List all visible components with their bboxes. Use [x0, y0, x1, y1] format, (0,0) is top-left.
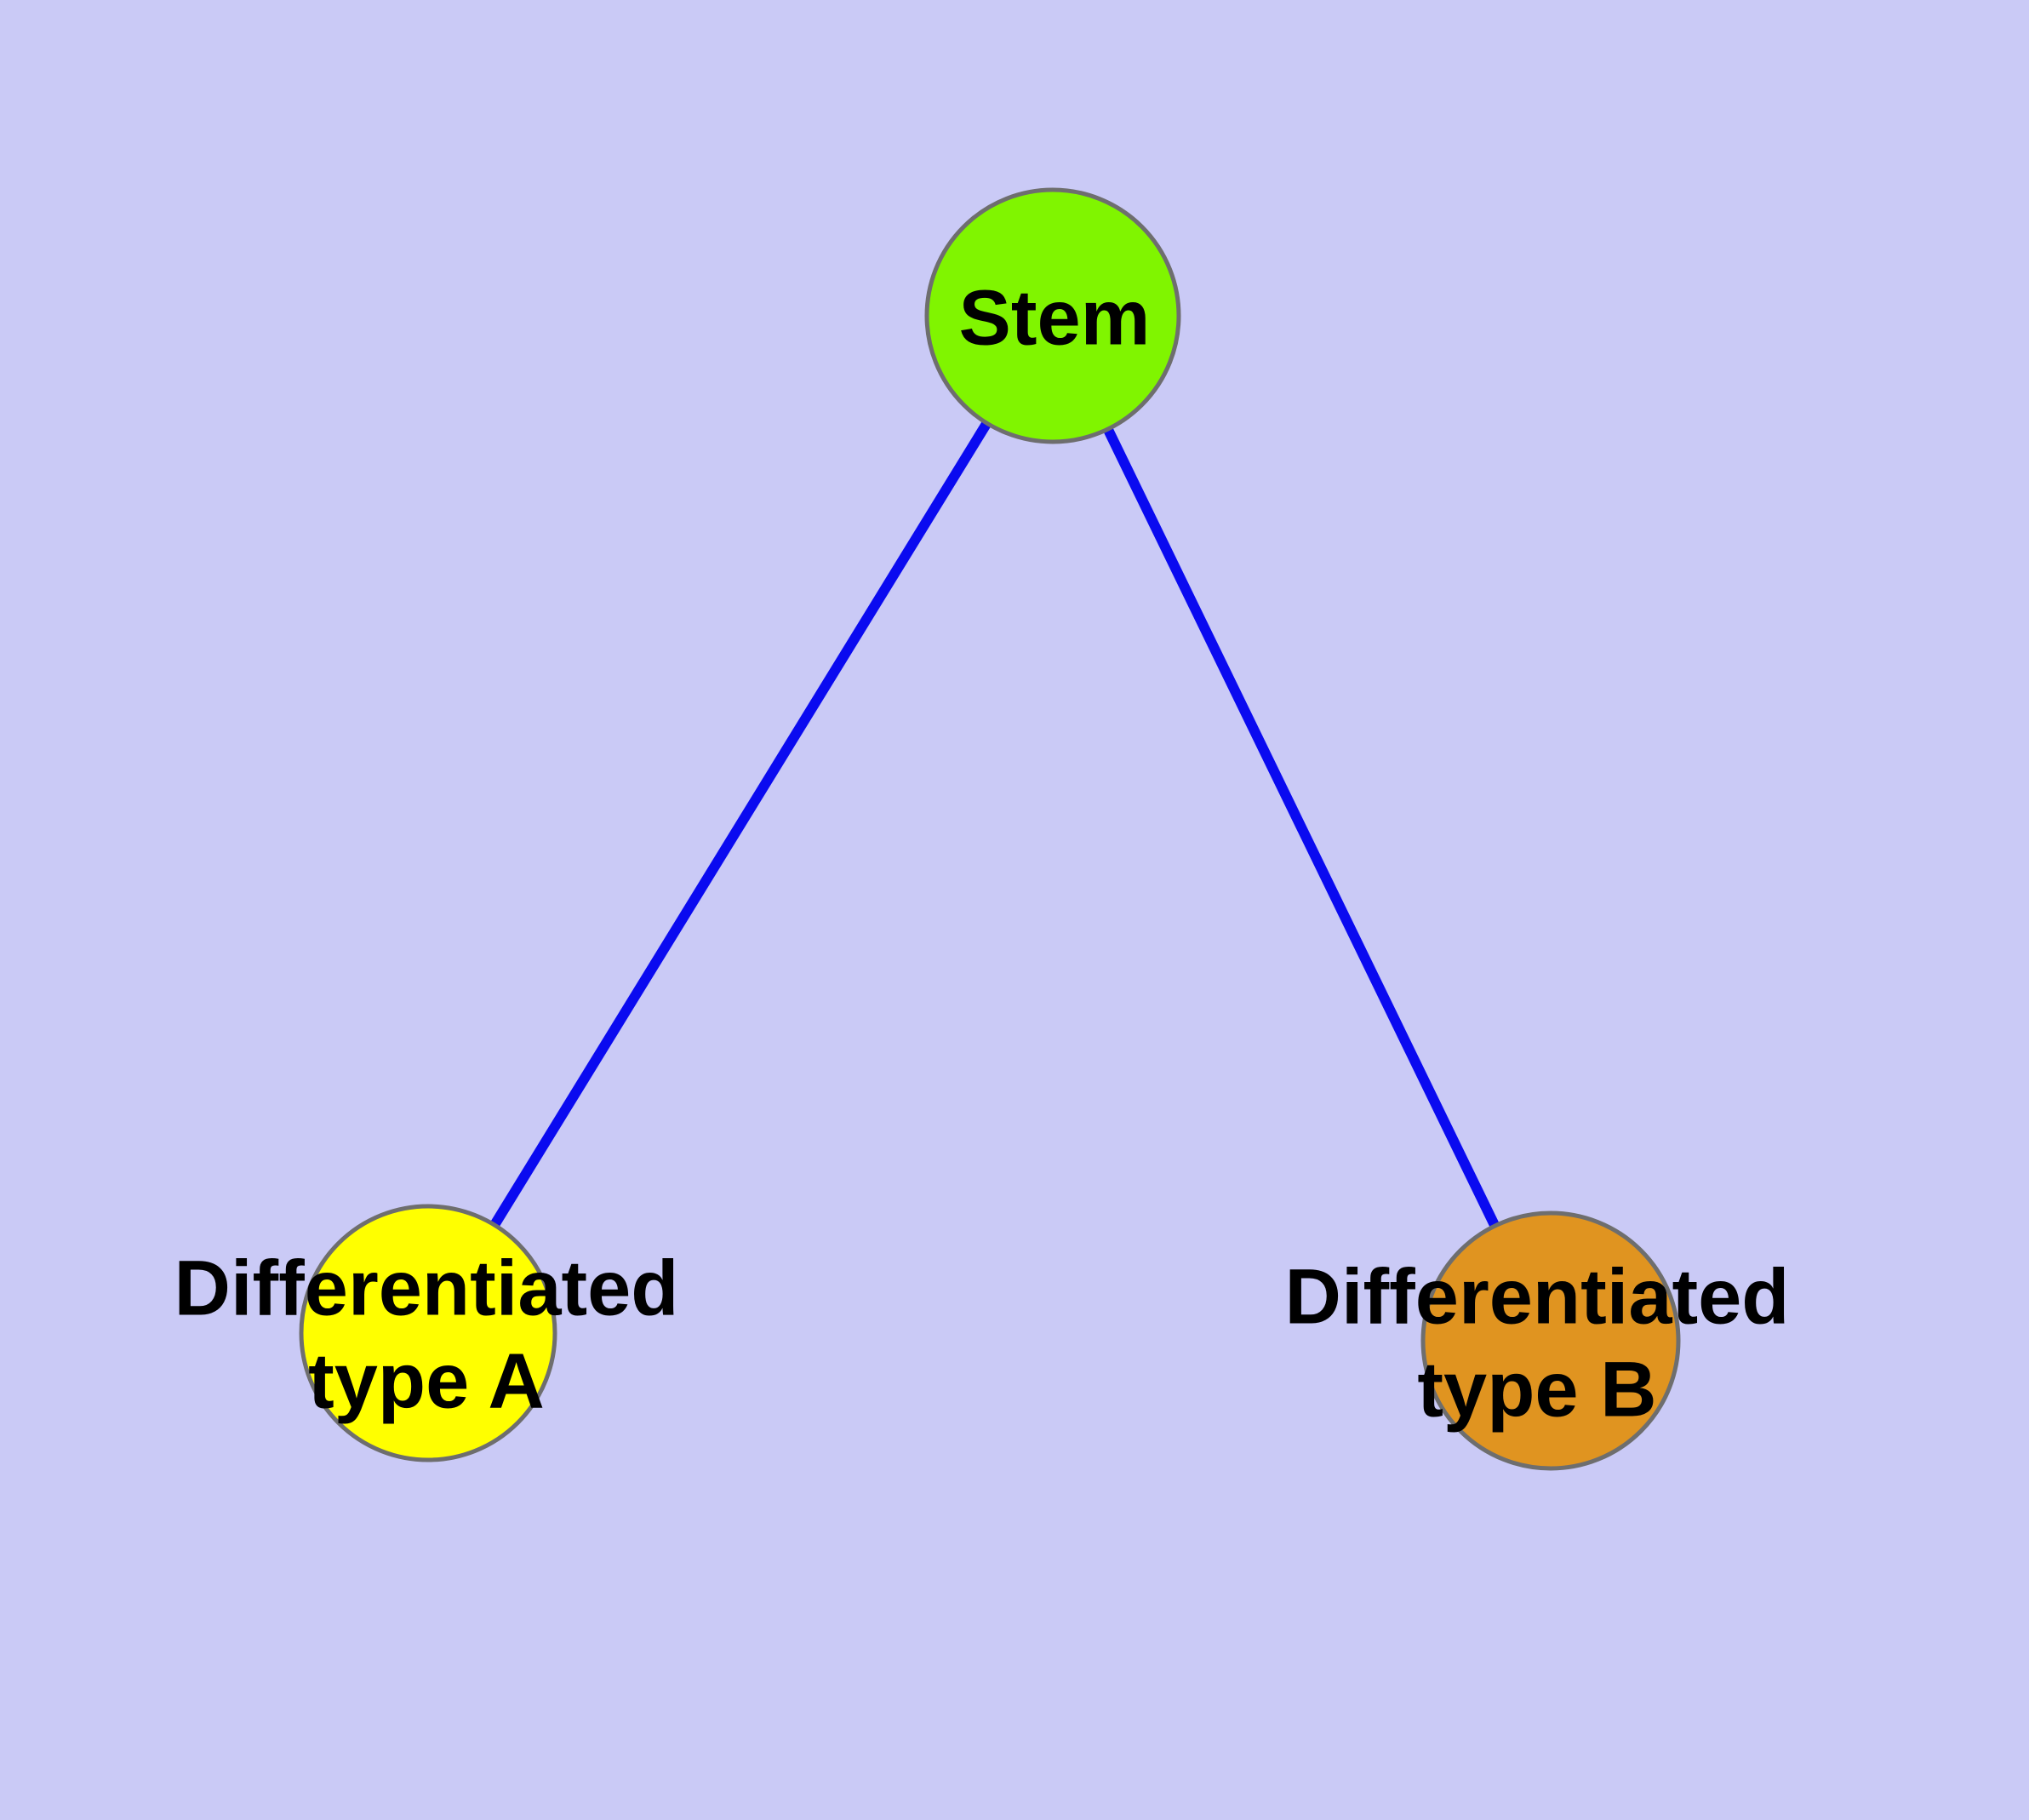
node-circle-stem [924, 187, 1181, 444]
edge-stem-to-type-a [423, 312, 1058, 1336]
node-label-stem: Stem [958, 274, 1151, 362]
node-label-differentiated-type-b-line1: Differentiated [1284, 1253, 1790, 1341]
node-label-differentiated-type-a-line1: Differentiated [174, 1245, 679, 1332]
node-circle-differentiated-type-a [299, 1204, 557, 1462]
node-label-differentiated-type-b: Differentiated type B [1285, 1251, 1790, 1435]
node-label-differentiated-type-a: Differentiated type A [174, 1242, 679, 1427]
node-label-differentiated-type-b-line2: type B [1417, 1346, 1657, 1433]
edge-stem-to-type-b [1048, 313, 1556, 1343]
node-label-differentiated-type-a-line2: type A [308, 1337, 545, 1424]
node-circle-differentiated-type-b [1420, 1210, 1681, 1471]
